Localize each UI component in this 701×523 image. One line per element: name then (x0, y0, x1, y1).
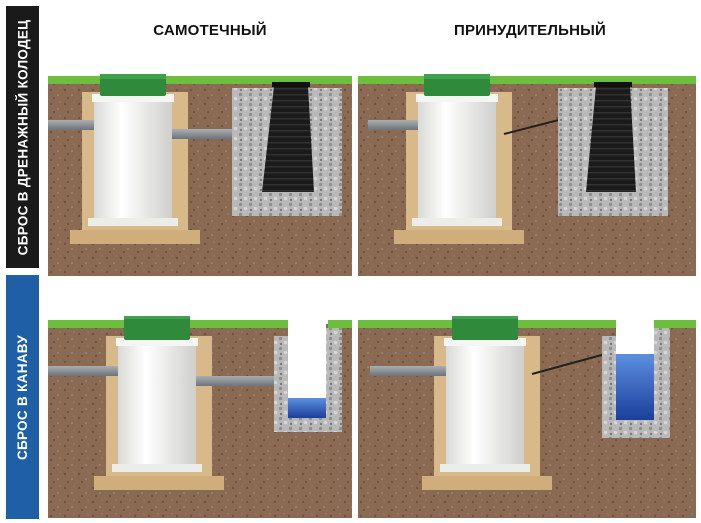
sand-base (394, 230, 524, 244)
outlet-pipe (168, 129, 266, 139)
grass (358, 76, 696, 84)
tank-collar (92, 94, 174, 102)
row-label-ditch: СБРОС В КАНАВУ (15, 334, 31, 460)
outlet-pipe (194, 376, 300, 386)
inlet-pipe (370, 366, 450, 376)
tank-collar (116, 338, 198, 346)
ditch-opening (288, 324, 326, 398)
row-label-band-drainage: СБРОС В ДРЕНАЖНЫЙ КОЛОДЕЦ (6, 6, 39, 268)
column-title-forced: ПРИНУДИТЕЛЬНЫЙ (453, 22, 606, 39)
tank-collar (416, 94, 498, 102)
septic-tank (94, 96, 172, 222)
sand-base (70, 230, 200, 244)
inlet-pipe (48, 366, 124, 376)
column-title-gravity: САМОТЕЧНЫЙ (153, 22, 267, 39)
inlet-pipe (48, 120, 96, 130)
tank-base (412, 218, 502, 226)
tank-lid (424, 74, 490, 96)
tank-collar (444, 338, 526, 346)
panel-forced-ditch (358, 316, 696, 518)
ditch-gravel-liner (602, 328, 670, 438)
drainage-well (586, 86, 636, 192)
sand-base (422, 476, 552, 490)
tank-base (440, 464, 530, 472)
septic-tank (446, 340, 524, 468)
tank-lid (452, 316, 518, 340)
panel-gravity-drainage-well (48, 72, 352, 276)
panel-forced-drainage-well (358, 72, 696, 276)
sand-base (94, 476, 224, 490)
drainage-well (262, 86, 314, 192)
tank-lid (100, 74, 166, 96)
septic-tank (418, 96, 496, 222)
tank-base (88, 218, 178, 226)
grass (48, 76, 352, 84)
septic-tank (118, 340, 196, 468)
tank-base (112, 464, 202, 472)
panel-gravity-ditch (48, 316, 352, 518)
inlet-pipe (368, 120, 422, 130)
row-label-band-ditch: СБРОС В КАНАВУ (6, 275, 39, 519)
ditch-water (288, 398, 326, 418)
row-label-drainage-well: СБРОС В ДРЕНАЖНЫЙ КОЛОДЕЦ (15, 19, 30, 255)
ditch-opening (616, 324, 654, 354)
tank-lid (124, 316, 190, 340)
ditch-water (616, 354, 654, 420)
